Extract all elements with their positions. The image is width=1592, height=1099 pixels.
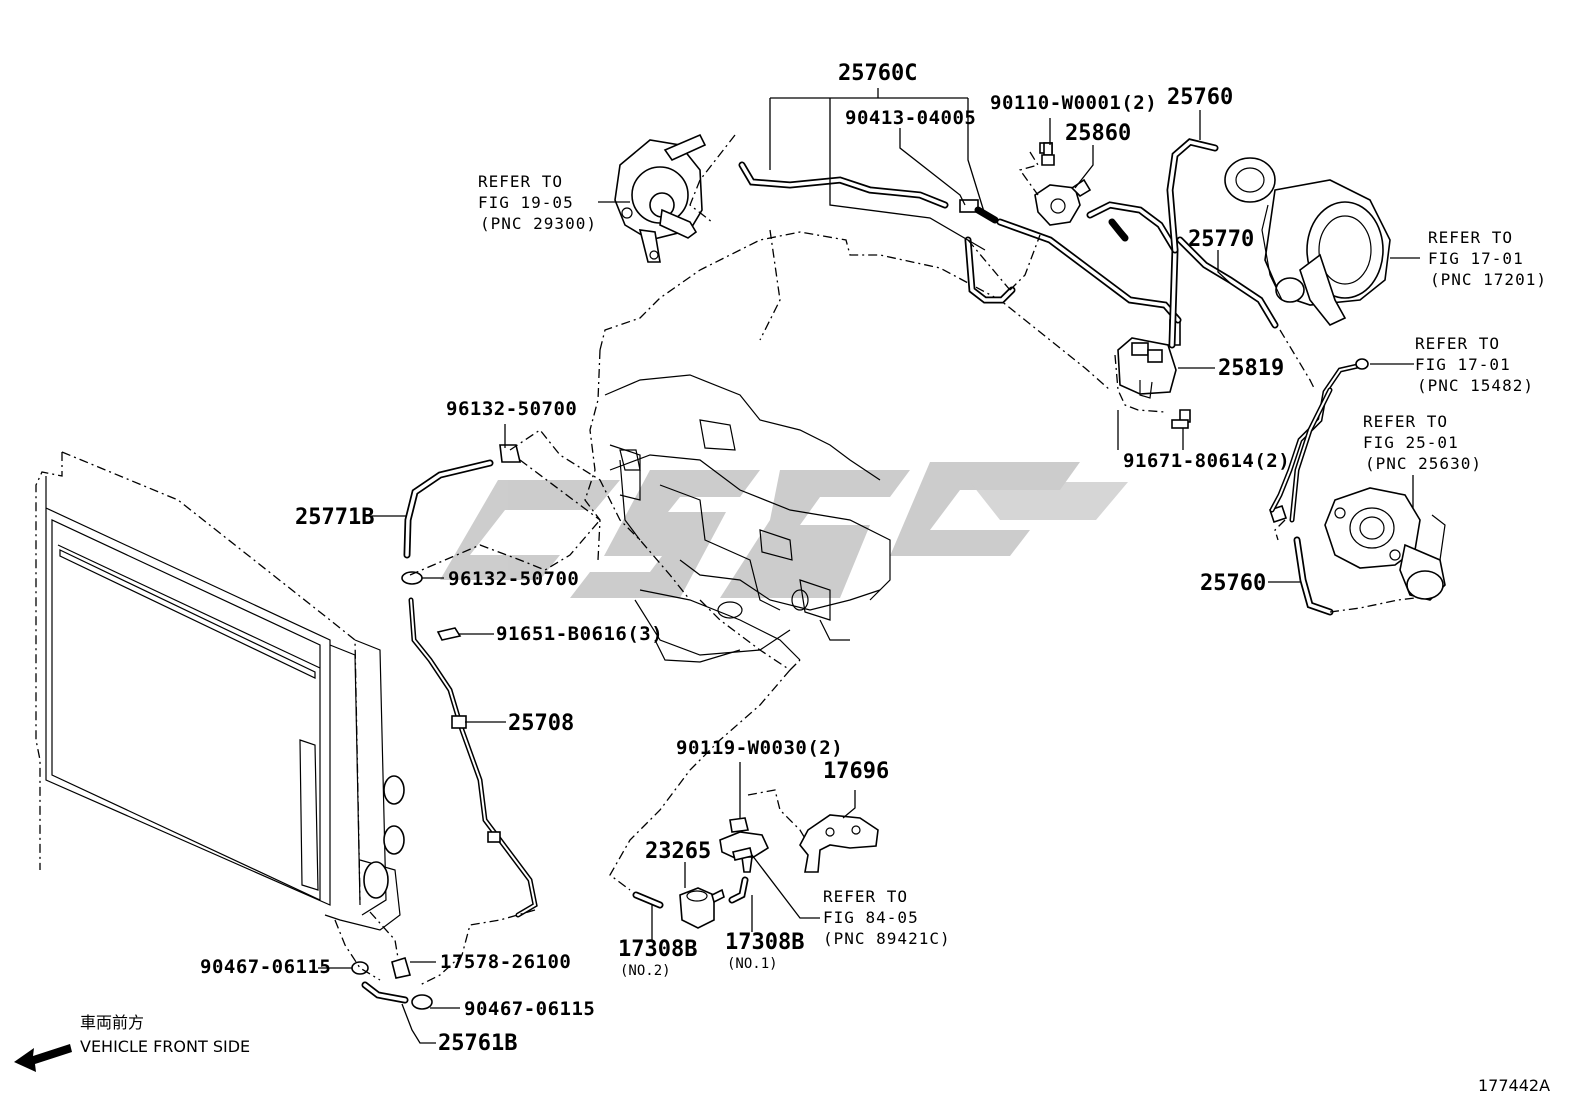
label-17696: 17696 [823,759,889,784]
front-label-jp: 車両前方 [80,1013,144,1032]
hoses [361,138,1334,1004]
label-96132-50700-top: 96132-50700 [446,398,577,420]
front-arrow-icon [14,1044,72,1072]
refer-8405-line2: FIG 84-05 [823,908,919,927]
label-90119-w0030: 90119-W0030(2) [676,737,843,759]
front-label-en: VEHICLE FRONT SIDE [80,1037,250,1056]
label-25708: 25708 [508,711,574,736]
label-25760-top: 25760 [1167,85,1233,110]
label-96132-50700-bottom: 96132-50700 [448,568,579,590]
label-91671-80614: 91671-80614(2) [1123,450,1290,472]
turbocharger [1224,157,1391,326]
refer-8405-line3: (PNC 89421C) [823,929,951,948]
refer-1701a-line3: (PNC 17201) [1430,270,1547,289]
label-25771B: 25771B [295,505,374,530]
vacuum-pump [614,133,707,263]
refer-1701b-line3: (PNC 15482) [1417,376,1534,395]
figure-id: 177442A [1478,1076,1550,1095]
vsv-25860 [1034,142,1092,226]
label-90413-04005: 90413-04005 [845,107,976,129]
label-90110-w0001: 90110-W0001(2) [990,92,1157,114]
note-no2: (NO.2) [620,963,671,979]
part-labels: 25760C 90413-04005 90110-W0001(2) 25860 … [200,61,1290,1056]
label-17308B-no2: 17308B [618,937,697,962]
wastegate-actuator [1324,487,1446,601]
label-25760C: 25760C [838,61,917,86]
refer-1701b-line1: REFER TO [1415,334,1500,353]
label-25860: 25860 [1065,121,1131,146]
label-25770: 25770 [1188,227,1254,252]
refer-2501-line3: (PNC 25630) [1365,454,1482,473]
label-25760-bottom: 25760 [1200,571,1266,596]
refer-1701b-line2: FIG 17-01 [1415,355,1511,374]
metal-pipes [408,358,1369,918]
note-no1: (NO.1) [727,956,778,972]
label-25819: 25819 [1218,356,1284,381]
sensor-23265 [679,887,725,929]
refer-1905-line3: (PNC 29300) [480,214,597,233]
refer-8405-line1: REFER TO [823,887,908,906]
label-17578-26100: 17578-26100 [440,951,571,973]
vsv-25819 [1117,319,1181,399]
label-90467-06115-right: 90467-06115 [464,998,595,1020]
refer-1905-line2: FIG 19-05 [478,193,574,212]
watermark-logo [440,462,1128,598]
label-91651-b0616: 91651-B0616(3) [496,623,663,645]
refer-1701a-line1: REFER TO [1428,228,1513,247]
engine-block [584,229,1111,663]
fasteners [351,142,1288,1010]
leader-lines [318,88,1420,1044]
label-90467-06115-left: 90467-06115 [200,956,331,978]
radiator [35,451,405,931]
refer-1905-line1: REFER TO [478,172,563,191]
bracket-17696 [799,814,879,873]
label-23265: 23265 [645,839,711,864]
refer-2501-line1: REFER TO [1363,412,1448,431]
label-17308B-no1: 17308B [725,930,804,955]
refer-1701a-line2: FIG 17-01 [1428,249,1524,268]
assembly-lines [334,134,1416,986]
clamp-bracket [719,831,770,873]
refer-notes: REFER TO FIG 19-05 (PNC 29300) REFER TO … [478,172,1547,948]
label-25761B: 25761B [438,1031,517,1056]
refer-2501-line2: FIG 25-01 [1363,433,1459,452]
vehicle-front-indicator: 車両前方 VEHICLE FRONT SIDE [14,1013,250,1072]
